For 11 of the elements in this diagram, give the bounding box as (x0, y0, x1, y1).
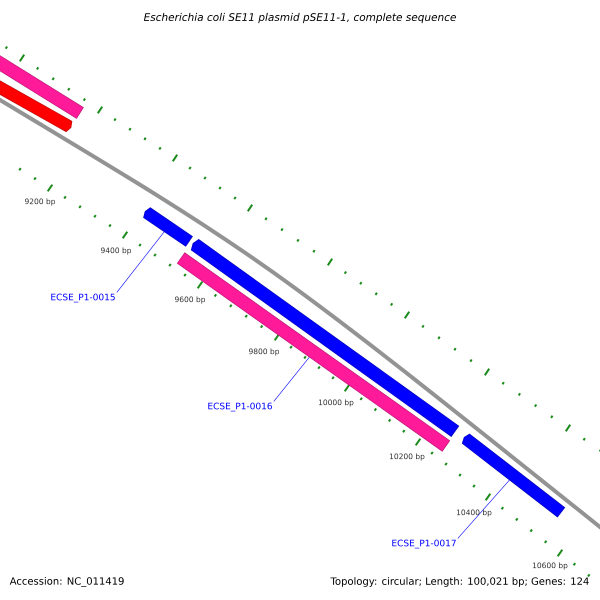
leader-line (116, 232, 164, 293)
gene-label: ECSE_P1-0015 (51, 294, 115, 302)
summary-text: Topology: circular; Length: 100,021 bp; Genes: 124 (330, 577, 589, 587)
gene-label: ECSE_P1-0017 (392, 540, 456, 548)
leader-line (274, 357, 310, 402)
gene-bar (143, 207, 193, 247)
title: Escherichia coli SE11 plasmid pSE11-1, complete sequence (144, 12, 456, 24)
gene-label: ECSE_P1-0016 (208, 402, 272, 412)
leader-line (458, 480, 510, 539)
gene-bar (176, 252, 450, 452)
accession-text: Accession: NC_011419 (10, 577, 124, 587)
